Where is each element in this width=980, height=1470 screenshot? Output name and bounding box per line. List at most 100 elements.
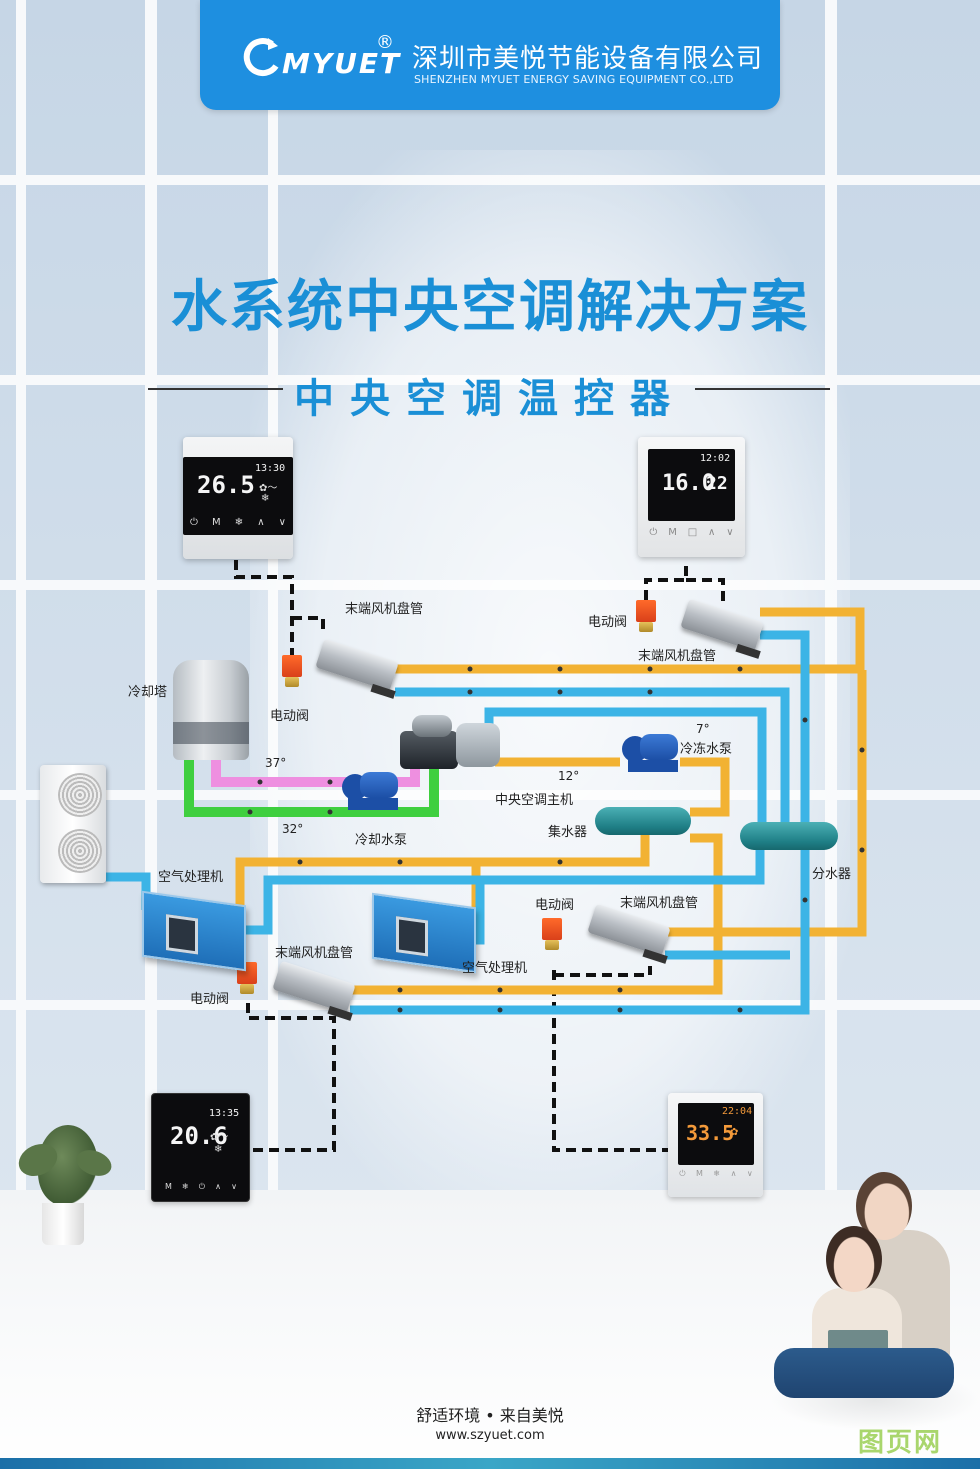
child-head (826, 1226, 882, 1292)
thermostat-clock: 13:30 (255, 463, 286, 474)
label-fcu-top-left: 末端风机盘管 (345, 602, 424, 617)
label-valve-top-left: 电动阀 (270, 709, 310, 724)
power-button[interactable]: ⏻ (190, 517, 198, 528)
temp-cooling-supply: 32° (282, 822, 304, 836)
electric-valve-mid (542, 918, 562, 950)
label-cooling-pump: 冷却水泵 (355, 833, 408, 848)
jeans (774, 1348, 954, 1398)
snowflake-icon: ❄ (261, 493, 270, 504)
wire-bottom-right (552, 970, 668, 1152)
logo-arrows-icon (243, 38, 279, 77)
down-button[interactable]: ∨ (278, 517, 286, 528)
cooling-cold-pipe (184, 752, 439, 817)
thermostat-buttons: ⏻ M ❄ ∧ ∨ (674, 1169, 758, 1179)
label-distributor: 分水器 (812, 867, 852, 882)
down-button[interactable]: ∨ (746, 1169, 753, 1178)
header-banner (200, 0, 780, 110)
return-pipe-collector-ahu (235, 832, 650, 920)
electric-valve-top-right (636, 600, 656, 632)
cooling-tower (173, 660, 249, 760)
label-valve-mid: 电动阀 (535, 898, 575, 913)
timer-button[interactable]: □ (687, 527, 698, 538)
wire-top-left (234, 560, 294, 655)
fan-icon: ✿〜 (210, 1132, 229, 1143)
fan-button[interactable]: ❄ (234, 517, 244, 528)
sub-title: 中央空调温控器 (294, 376, 686, 422)
down-button[interactable]: ∨ (726, 527, 734, 538)
electric-valve-top-left (282, 655, 302, 687)
water-collector (595, 807, 691, 835)
label-chiller: 中央空调主机 (495, 793, 574, 808)
water-distributor (740, 822, 838, 850)
power-button[interactable]: ⏻ (649, 527, 658, 538)
wire-top-right (644, 566, 688, 606)
cooling-water-pump (342, 768, 400, 812)
label-chilled-pump: 冷冻水泵 (680, 742, 733, 757)
temp-chilled-supply: 7° (696, 722, 710, 736)
mode-button[interactable]: M (165, 1182, 172, 1191)
logo-text: MYUET (282, 47, 402, 80)
thermostat-screen: 12:02 16.0 22 (648, 449, 735, 521)
thermostat-buttons: ⏻ M □ ∧ ∨ (644, 527, 739, 538)
title-rule-left (148, 388, 283, 390)
thermostat-buttons: M ❄ ⏻ ∧ ∨ (160, 1182, 242, 1192)
website-link[interactable]: www.szyuet.com (435, 1428, 545, 1443)
return-pipe-right (665, 670, 867, 937)
mode-button[interactable]: M (668, 527, 677, 538)
label-fcu-bottom-left: 末端风机盘管 (275, 946, 354, 961)
up-button[interactable]: ∧ (215, 1182, 222, 1191)
power-button[interactable]: ⏻ (198, 1182, 206, 1191)
up-button[interactable]: ∧ (708, 527, 716, 538)
thermostat-screen: 13:30 26.5 ✿〜 ❄ ⏻ M ❄ ∧ ∨ (183, 457, 293, 535)
thermostat-temperature: 33.5 (686, 1121, 735, 1145)
power-button[interactable]: ⏻ (679, 1169, 686, 1178)
snowflake-icon: ❄ (214, 1144, 223, 1155)
watermark: 图页网 (858, 1428, 943, 1458)
outdoor-unit (40, 765, 106, 883)
thermostat-clock: 22:04 (722, 1106, 753, 1117)
supply-pipe-top (395, 687, 790, 825)
thermostat-temperature: 16.0 (662, 471, 715, 496)
label-valve-bottom-left: 电动阀 (190, 992, 230, 1007)
thermostat-setpoint: 22 (706, 473, 728, 494)
down-button[interactable]: ∨ (231, 1182, 237, 1191)
up-button[interactable]: ∧ (730, 1169, 737, 1178)
return-pipe-mid (350, 833, 723, 995)
fan-button[interactable]: ❄ (713, 1169, 721, 1178)
label-valve-top-right: 电动阀 (588, 615, 628, 630)
wire-top-left-fcu (292, 616, 325, 632)
central-chiller (400, 715, 500, 773)
chilled-water-pump (622, 730, 680, 774)
slogan: 舒适环境 • 来自美悦 (416, 1406, 564, 1425)
flow-arrows (247, 666, 865, 1013)
potted-plant (13, 1125, 116, 1250)
fan-icon (58, 773, 102, 817)
company-name-en: SHENZHEN MYUET ENERGY SAVING EQUIPMENT C… (414, 73, 734, 86)
mode-button[interactable]: M (696, 1169, 703, 1178)
fan-icon (58, 829, 102, 873)
label-fcu-mid-right: 末端风机盘管 (620, 896, 699, 911)
thermostat-bottom-right[interactable]: 22:04 33.5 ✿ ⏻ M ❄ ∧ ∨ (668, 1093, 763, 1197)
thermostat-top-left[interactable]: 13:30 26.5 ✿〜 ❄ ⏻ M ❄ ∧ ∨ (183, 437, 293, 559)
fan-icon: ✿ (730, 1127, 739, 1138)
thermostat-temperature: 20.6 (170, 1122, 228, 1150)
temp-cooling-return: 37° (265, 756, 287, 770)
thermostat-buttons: ⏻ M ❄ ∧ ∨ (183, 517, 293, 528)
mode-button[interactable]: M (212, 517, 221, 528)
footer-bar (0, 1458, 980, 1469)
fan-icon: ✿〜 (259, 483, 278, 494)
thermostat-bottom-left[interactable]: 13:35 20.6 ✿〜 ❄ M ❄ ⏻ ∧ ∨ (151, 1093, 250, 1202)
wire-mid-valve (554, 966, 652, 977)
label-cooling-tower: 冷却塔 (128, 685, 168, 700)
registered-mark: ® (376, 32, 394, 53)
label-collector: 集水器 (548, 825, 588, 840)
wire-top-right-fcu (686, 578, 725, 602)
thermostat-top-right[interactable]: 12:02 16.0 22 ⏻ M □ ∧ ∨ (638, 437, 745, 557)
label-ahu-left: 空气处理机 (158, 870, 224, 885)
fan-button[interactable]: ❄ (182, 1182, 189, 1191)
up-button[interactable]: ∧ (257, 517, 265, 528)
title-rule-right (695, 388, 830, 390)
thermostat-clock: 12:02 (700, 453, 731, 464)
family-photo (770, 1170, 980, 1430)
cooling-hot-pipe (211, 752, 420, 787)
